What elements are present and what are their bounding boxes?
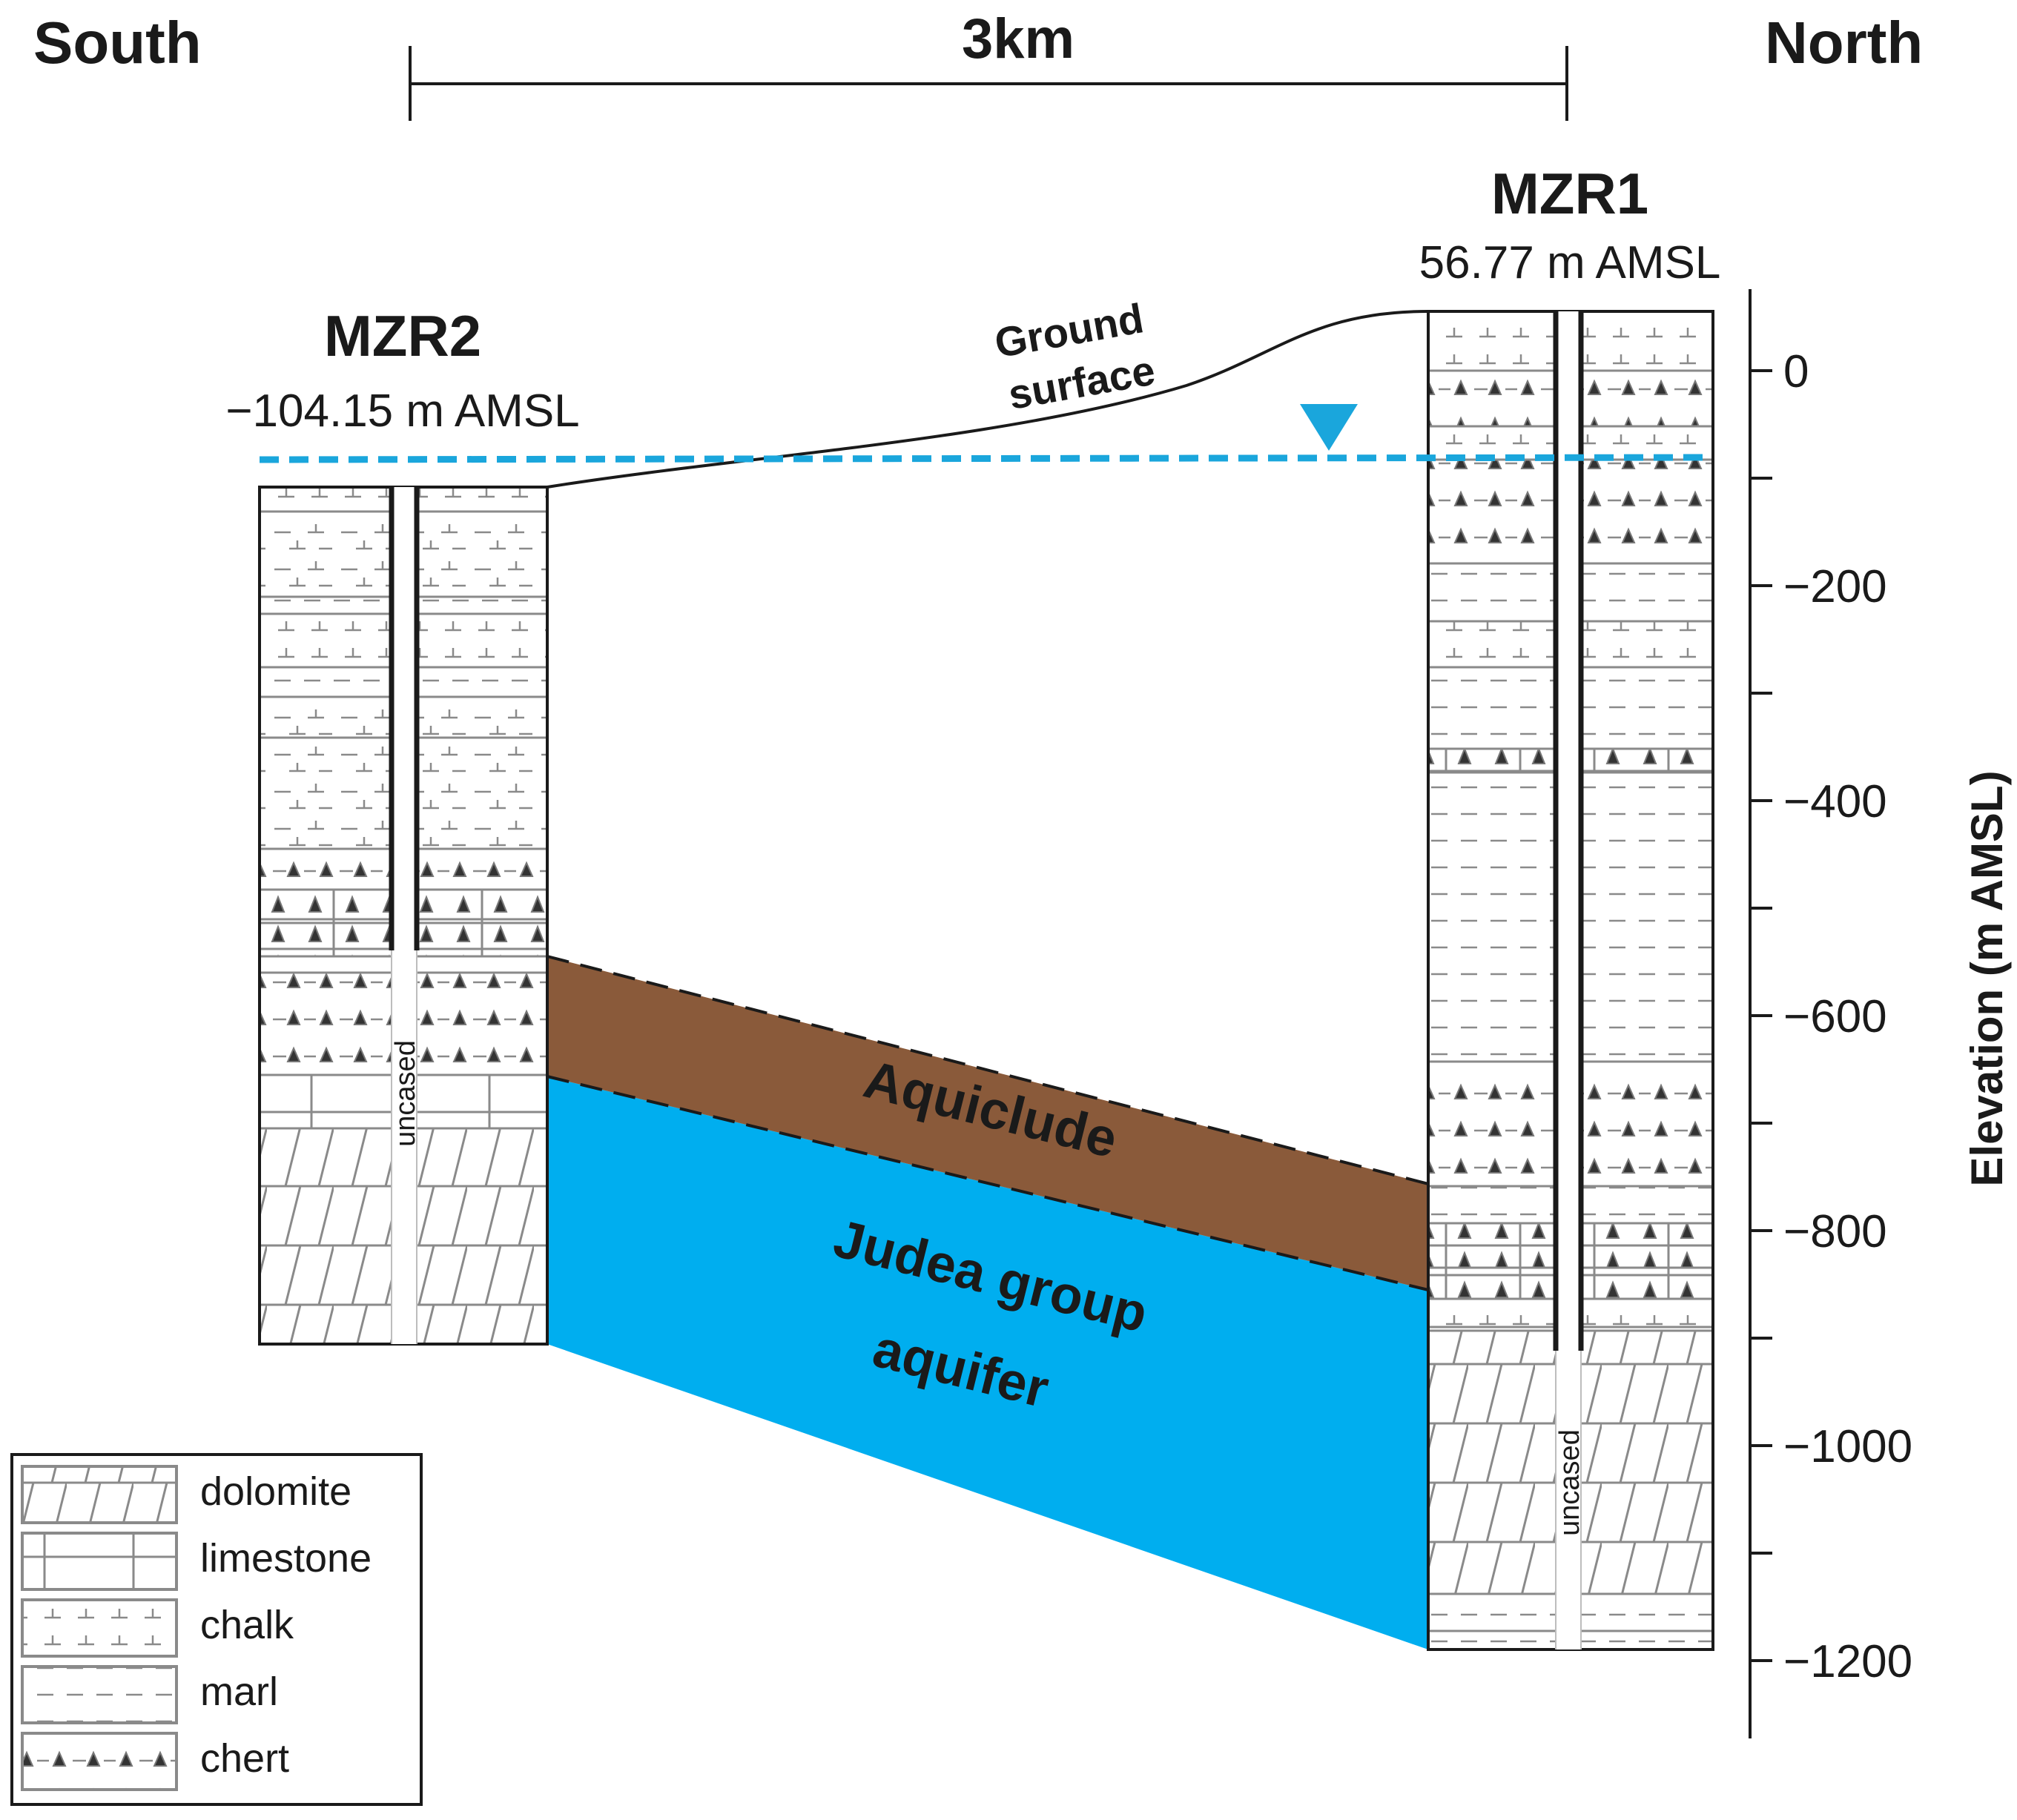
axis-tick-label: 0 [1783,346,1809,397]
axis-title: Elevation (m AMSL) [1962,770,2012,1186]
scale-label: 3km [962,7,1074,70]
legend: dolomite limestone chalk marl chert [10,1453,423,1806]
mzr1-uncased-label: uncased [1554,1429,1585,1536]
scale-bar [409,46,1568,121]
axis-tick-label: −400 [1783,776,1887,827]
axis-tick-label: −200 [1783,561,1887,612]
axis-tick-label: −800 [1783,1206,1887,1257]
axis-tick-label: −1200 [1783,1636,1912,1687]
legend-label-chert: chert [200,1736,289,1781]
aquiclude-top-boundary [547,955,1429,1185]
well-mzr1-elevation: 56.77 m AMSL [1419,237,1721,288]
north-label: North [1765,10,1923,76]
legend-label-chalk: chalk [200,1603,294,1647]
legend-swatch-chert [21,1732,178,1791]
mzr1-column: uncased [1427,310,1714,1651]
water-table-icon [1300,404,1358,451]
south-label: South [33,10,202,76]
axis-tick-label: −600 [1783,991,1887,1042]
mzr2-uncased-label: uncased [390,1040,421,1147]
well-mzr2-name: MZR2 [324,303,481,368]
legend-label-marl: marl [200,1670,278,1714]
mzr2-column: uncased [258,486,549,1346]
mzr1-borehole [1556,311,1581,1649]
water-table-line [259,454,1714,463]
legend-swatch-dolomite [21,1465,178,1524]
aquifer-layer [547,1076,1428,1649]
well-mzr2-elevation: −104.15 m AMSL [225,385,579,437]
aquiclude-bottom-boundary [547,1075,1429,1291]
legend-label-dolomite: dolomite [200,1469,351,1514]
axis-tick-label: −1000 [1783,1421,1912,1472]
legend-swatch-limestone [21,1532,178,1591]
ground-surface-line [547,310,1429,489]
legend-swatch-marl [21,1665,178,1724]
legend-swatch-chalk [21,1598,178,1658]
aquiclude-layer [547,956,1428,1290]
mzr2-borehole [392,487,417,1344]
elevation-axis: 0 −200 −400 −600 −800 −1000 −1200 [1749,289,1912,1738]
legend-label-limestone: limestone [200,1536,372,1581]
well-mzr1-name: MZR1 [1491,161,1648,226]
